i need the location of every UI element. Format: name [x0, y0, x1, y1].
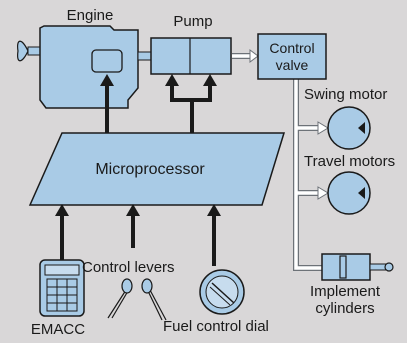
- flow-arrow-to-valve: [249, 49, 259, 63]
- engine: Engine: [17, 7, 152, 109]
- signal-arrowheads: [55, 74, 221, 216]
- pump: Pump: [150, 13, 232, 75]
- arrow-from-levers-icon: [126, 204, 140, 216]
- swing-motor: Swing motor: [304, 86, 387, 150]
- control-valve-box: [257, 33, 327, 80]
- arrow-to-pump-left-icon: [165, 74, 179, 86]
- engine-fan-icon: [17, 40, 29, 62]
- flow-arrow-to-travel-motor: [317, 186, 329, 200]
- control-valve-label-line1: Control: [269, 40, 314, 56]
- lever-knob-left-icon: [121, 278, 133, 294]
- flow-arrow-to-swing-motor: [317, 121, 329, 135]
- engine-port: [91, 49, 123, 73]
- engine-label: Engine: [67, 7, 114, 24]
- signal-lines: [60, 84, 216, 266]
- emacc-label: EMACC: [31, 321, 85, 338]
- lever-stick-left: [107, 289, 127, 319]
- travel-motor: Travel motors: [304, 153, 395, 215]
- hydraulic-line-fill: [232, 54, 322, 270]
- control-levers-label: Control levers: [82, 259, 175, 276]
- swing-motor-icon: [327, 106, 371, 150]
- control-valve: Control valve: [257, 33, 327, 80]
- arrow-from-dial-icon: [207, 204, 221, 216]
- microprocessor: Microprocessor: [28, 132, 286, 206]
- implement-label-line2: cylinders: [315, 300, 374, 317]
- microprocessor-box: [28, 132, 286, 206]
- lever-stick-right: [147, 290, 163, 321]
- microprocessor-label: Microprocessor: [95, 161, 205, 178]
- pump-label: Pump: [173, 13, 212, 30]
- emacc-monitor: EMACC: [31, 259, 85, 338]
- fuel-control-dial: Fuel control dial: [163, 269, 269, 335]
- fuel-dial-pointer: [211, 282, 235, 304]
- lever-stick-left-2: [111, 290, 129, 319]
- arrow-to-engine-icon: [100, 74, 114, 86]
- cylinder-piston: [339, 255, 347, 279]
- engine-to-pump-shaft: [137, 51, 152, 61]
- arrow-from-emacc-icon: [55, 204, 69, 216]
- engine-body: [39, 25, 139, 109]
- fuel-dial-pointer-2: [209, 286, 231, 306]
- emacc-keypad-icon: [46, 278, 78, 312]
- fuel-control-dial-label: Fuel control dial: [163, 318, 269, 335]
- control-levers: Control levers: [82, 259, 175, 321]
- travel-motors-label: Travel motors: [304, 153, 395, 170]
- implement-cylinder: Implement cylinders: [310, 253, 394, 317]
- cylinder-rod: [369, 263, 387, 271]
- implement-label-line1: Implement: [310, 283, 381, 300]
- hydraulic-lines: [232, 49, 329, 271]
- control-valve-label-line2: valve: [276, 57, 309, 73]
- travel-motor-pointer: [358, 187, 365, 199]
- signal-line-micro-to-pump: [170, 84, 212, 133]
- lever-knob-right-icon: [141, 278, 153, 294]
- swing-motor-pointer: [358, 122, 365, 134]
- lever-stick-right-2: [149, 289, 167, 321]
- emacc-screen: [44, 264, 80, 276]
- pump-body: [150, 37, 232, 75]
- swing-motor-label: Swing motor: [304, 86, 387, 103]
- cylinder-rod-eye: [384, 262, 394, 272]
- travel-motor-icon: [327, 171, 371, 215]
- arrow-to-pump-right-icon: [203, 74, 217, 86]
